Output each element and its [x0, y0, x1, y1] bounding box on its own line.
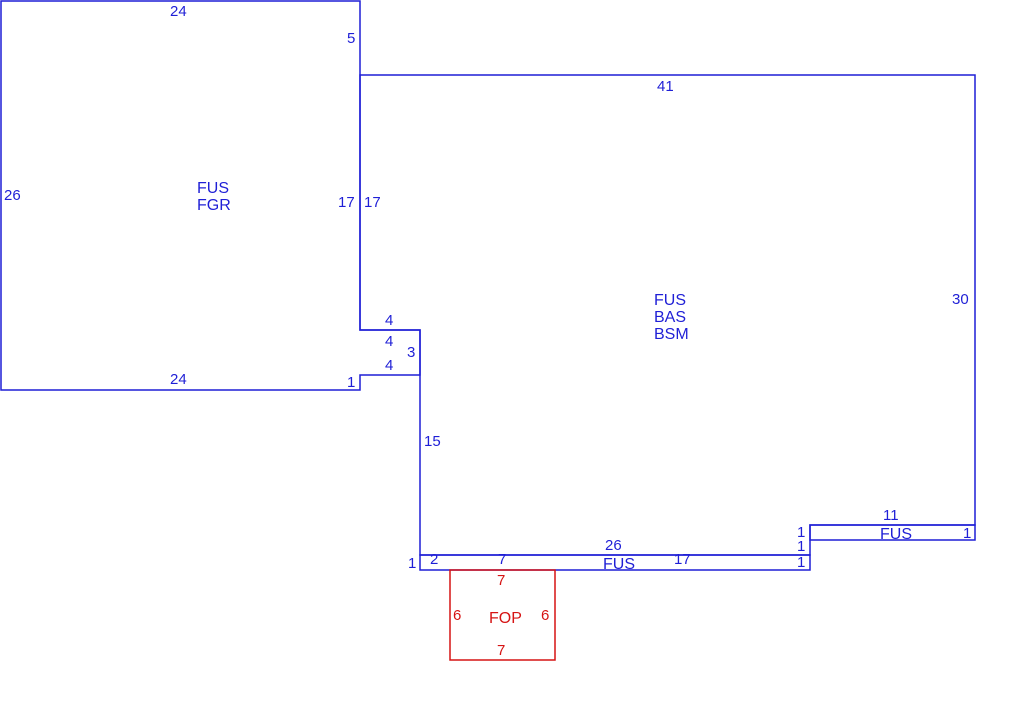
- dim-strip-seg-b: 7: [498, 551, 506, 568]
- garage-area-label-1: FUS: [197, 180, 229, 197]
- dim-notch-mid: 4: [385, 333, 393, 350]
- dim-main-left-upper: 17: [364, 194, 381, 211]
- right-strip-area-label: FUS: [880, 526, 912, 543]
- main-area-label-1: FUS: [654, 292, 686, 309]
- dim-main-top: 41: [657, 78, 674, 95]
- dim-porch-left: 6: [453, 607, 461, 624]
- strip-area-label: FUS: [603, 556, 635, 573]
- dim-right-strip-right: 1: [963, 525, 971, 542]
- bottom-strip-outline: [419, 554, 811, 571]
- dim-notch-right: 3: [407, 344, 415, 361]
- dim-strip-seg-a: 2: [430, 551, 438, 568]
- dim-step-lower: 1: [797, 538, 805, 555]
- dim-step-upper: 1: [797, 524, 805, 541]
- dim-garage-right: 17: [338, 194, 355, 211]
- dim-porch-top: 7: [497, 572, 505, 589]
- dim-main-right: 30: [952, 291, 969, 308]
- dim-strip-left: 1: [408, 555, 416, 572]
- porch-area-label: FOP: [489, 610, 522, 627]
- main-area-label-2: BAS: [654, 309, 686, 326]
- dim-notch-top: 4: [385, 312, 393, 329]
- dim-right-strip-top: 11: [883, 507, 899, 524]
- dim-main-left-lower: 15: [424, 433, 441, 450]
- dim-notch-bottom: 4: [385, 357, 393, 374]
- dim-garage-step: 1: [347, 374, 355, 391]
- dim-garage-left: 26: [4, 187, 21, 204]
- dim-strip-right: 1: [797, 554, 805, 571]
- dim-garage-right-upper: 5: [347, 30, 355, 47]
- garage-area-label-2: FGR: [197, 197, 231, 214]
- dim-strip-top: 26: [605, 537, 622, 554]
- main-area-label-3: BSM: [654, 326, 689, 343]
- dim-garage-bottom: 24: [170, 371, 187, 388]
- dim-garage-top: 24: [170, 3, 187, 20]
- dim-porch-bottom: 7: [497, 642, 505, 659]
- dim-porch-right: 6: [541, 607, 549, 624]
- porch-outline: [449, 569, 556, 661]
- right-strip-outline: [809, 524, 976, 541]
- dim-strip-seg-c: 17: [674, 551, 691, 568]
